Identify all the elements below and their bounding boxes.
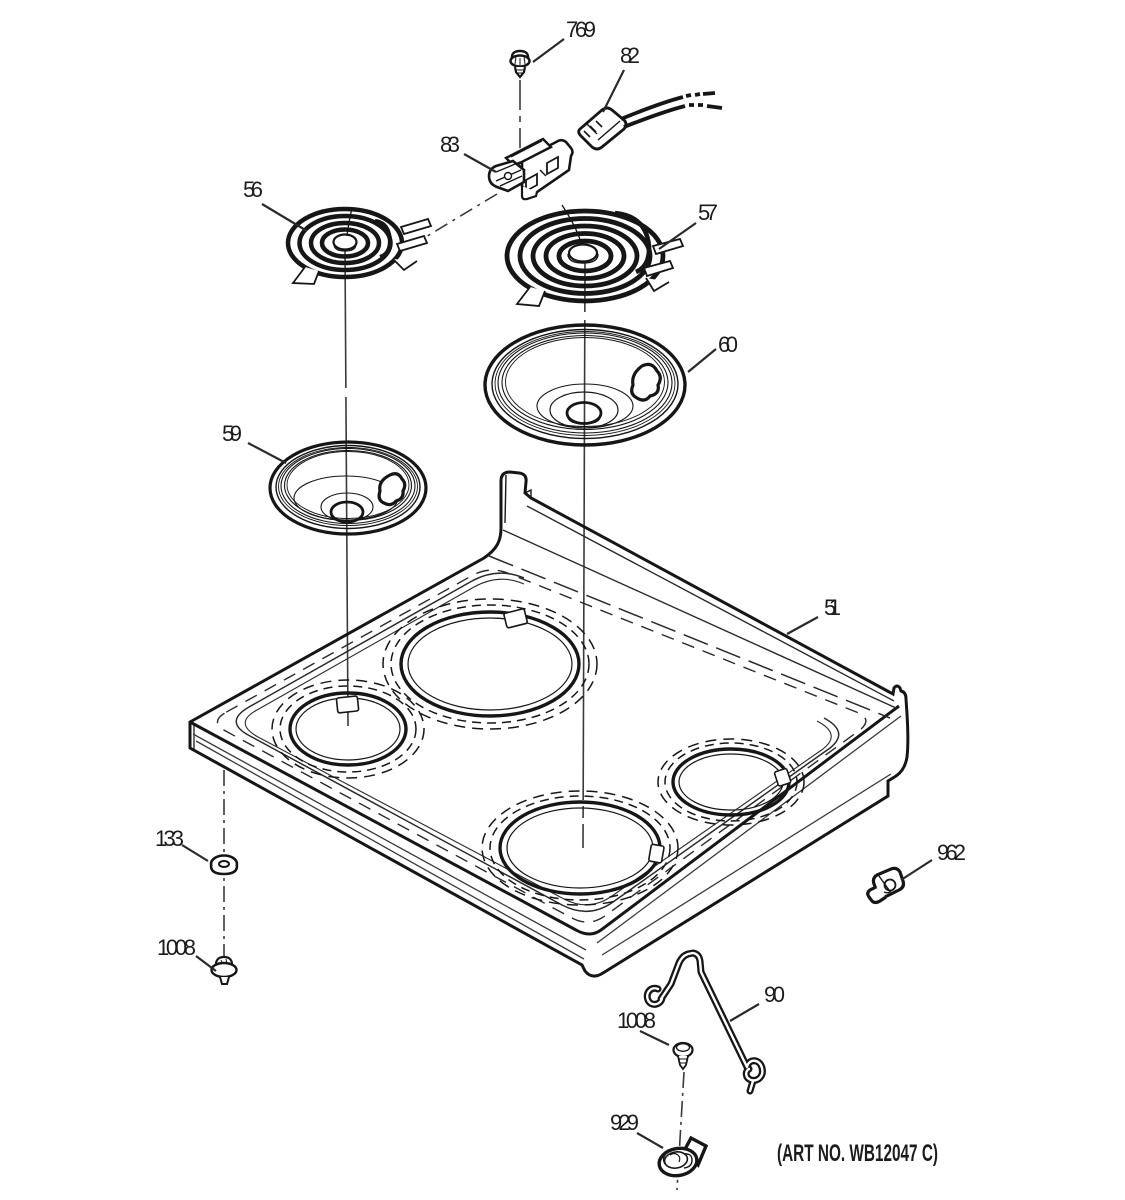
svg-text:1008: 1008 [157, 935, 196, 960]
svg-text:(ART NO. WB12047 C): (ART NO. WB12047 C) [777, 1140, 938, 1167]
svg-text:83: 83 [440, 132, 460, 157]
svg-text:90: 90 [764, 982, 785, 1007]
svg-text:60: 60 [718, 332, 738, 357]
svg-text:133: 133 [155, 826, 184, 851]
svg-text:59: 59 [222, 421, 242, 446]
svg-text:51: 51 [824, 595, 841, 620]
svg-text:929: 929 [610, 1110, 639, 1135]
svg-text:962: 962 [937, 840, 966, 865]
svg-text:57: 57 [698, 200, 718, 225]
svg-text:1008: 1008 [617, 1008, 656, 1033]
svg-text:769: 769 [566, 17, 596, 42]
svg-text:82: 82 [620, 43, 640, 68]
svg-text:56: 56 [243, 177, 263, 202]
